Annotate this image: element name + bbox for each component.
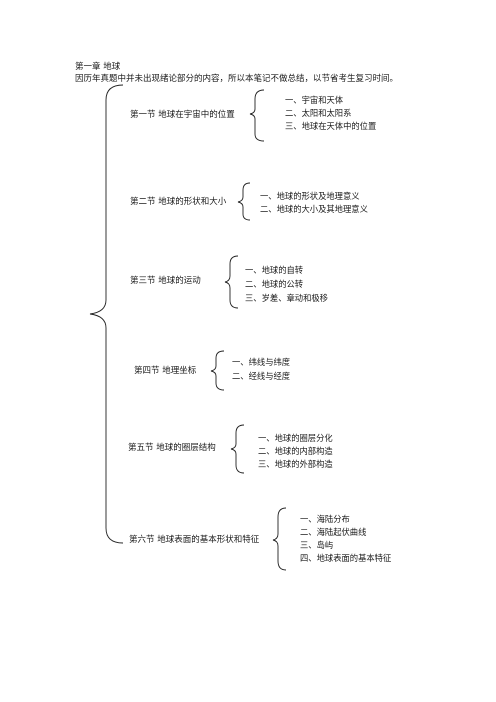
section-3-item-3: 三、岁差、章动和极移 bbox=[245, 293, 328, 303]
brace-section-1 bbox=[249, 89, 265, 142]
section-1-item-1: 一、宇宙和天体 bbox=[285, 95, 344, 105]
section-5-item-3: 三、地球的外部构造 bbox=[258, 459, 333, 469]
section-title-2: 第二节 地球的形状和大小 bbox=[130, 197, 227, 207]
section-4-item-2: 二、经线与经度 bbox=[232, 371, 291, 381]
brace-section-2 bbox=[237, 182, 251, 221]
section-6-item-4: 四、地球表面的基本特征 bbox=[300, 553, 392, 563]
section-6-item-3: 三、岛屿 bbox=[300, 540, 334, 550]
section-5-item-2: 二、地球的内部构造 bbox=[258, 446, 333, 456]
section-1-item-2: 二、太阳和太阳系 bbox=[285, 108, 352, 118]
chapter-title: 第一章 地球 bbox=[75, 62, 121, 72]
section-4-item-1: 一、纬线与纬度 bbox=[232, 357, 291, 367]
section-2-item-2: 二、地球的大小及其地理意义 bbox=[260, 204, 368, 214]
section-2-item-1: 一、地球的形状及地理意义 bbox=[260, 191, 360, 201]
section-title-1: 第一节 地球在宇宙中的位置 bbox=[130, 110, 235, 120]
section-6-item-2: 二、海陆起伏曲线 bbox=[300, 527, 367, 537]
section-3-item-1: 一、地球的自转 bbox=[245, 265, 304, 275]
section-6-item-1: 一、海陆分布 bbox=[300, 514, 350, 524]
brace-section-4 bbox=[210, 350, 225, 391]
brace-section-3 bbox=[224, 255, 239, 309]
chapter-note: 因历年真题中并未出现绪论部分的内容，所以本笔记不做总结，以节省考生复习时间。 bbox=[75, 74, 399, 84]
section-title-6: 第六节 地球表面的基本形状和特征 bbox=[129, 535, 260, 545]
section-title-5: 第五节 地球的圈层结构 bbox=[128, 443, 216, 453]
brace-section-6 bbox=[272, 507, 287, 571]
section-5-item-1: 一、地球的圈层分化 bbox=[258, 433, 333, 443]
main-brace bbox=[89, 84, 124, 544]
brace-section-5 bbox=[230, 424, 245, 474]
section-1-item-3: 三、地球在天体中的位置 bbox=[285, 121, 377, 131]
section-title-4: 第四节 地理坐标 bbox=[134, 366, 197, 376]
section-3-item-2: 二、地球的公转 bbox=[245, 279, 304, 289]
section-title-3: 第三节 地球的运动 bbox=[130, 276, 201, 286]
